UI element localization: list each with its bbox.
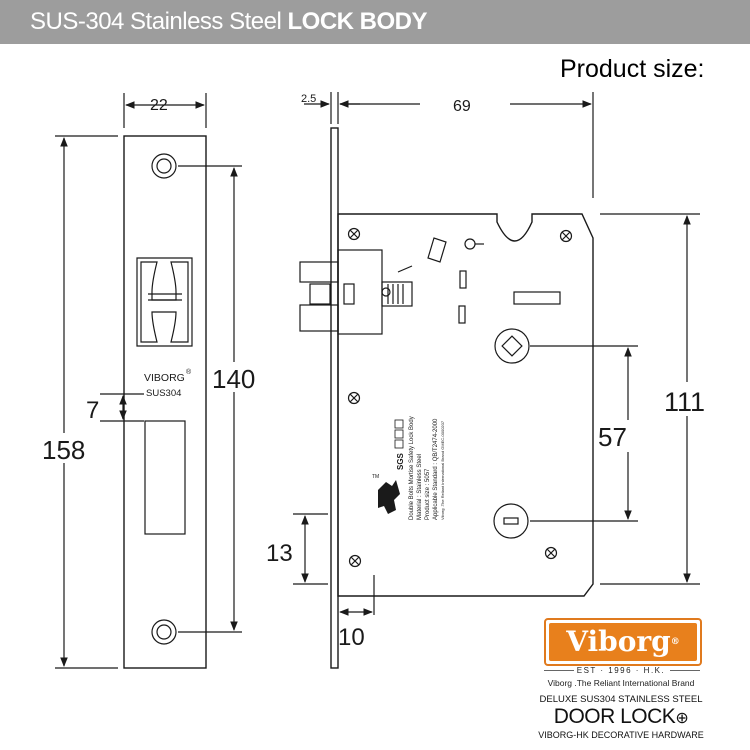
dim-width-label: 22	[150, 97, 168, 114]
logo-text: Viborg	[566, 625, 671, 658]
dim-hole-spacing: 140	[178, 165, 264, 633]
dim-center-distance-label: 57	[598, 422, 627, 452]
label-line-3: Product size : 5057	[425, 468, 431, 520]
faceplate: VIBORG ® SUS304	[123, 135, 207, 669]
dim-hole-spacing-label: 140	[212, 364, 255, 394]
cylinder-hole	[493, 503, 529, 539]
title-bold: LOCK BODY	[287, 8, 427, 35]
lock-case: SGS Double Bolts Mortise Safety Lock Bod…	[299, 213, 594, 597]
dim-depth-label: 69	[453, 98, 471, 115]
label-line-1: Double Bolts Mortise Safety Lock Body	[409, 416, 415, 520]
deadbolt-window	[144, 420, 186, 535]
viking-emblem: TM	[372, 474, 400, 514]
dim-depth: 69	[340, 92, 594, 198]
viborg-logo: Viborg®	[544, 618, 702, 666]
door-lock-title: DOOR LOCK⊕	[530, 705, 712, 729]
est-divider-right	[670, 670, 700, 671]
dim-bottom-offset-label: 13	[266, 540, 293, 567]
dim-height-label: 158	[42, 435, 85, 465]
dim-backset-offset-label: 10	[338, 624, 365, 651]
dim-bottom-offset: 13	[264, 513, 328, 585]
est-divider-left	[544, 670, 574, 671]
page-title: SUS-304 Stainless Steel LOCK BODY	[30, 8, 427, 36]
door-lock-text: DOOR LOCK	[553, 705, 676, 728]
case-screws	[347, 227, 573, 568]
faceplate-registered: ®	[186, 368, 192, 376]
label-line-4: Applicable Standard : QB/T2474-2000	[433, 418, 439, 520]
door-lock-mark: ⊕	[675, 710, 689, 727]
faceplate-brand: VIBORG	[144, 372, 185, 384]
header-banner: SUS-304 Stainless Steel LOCK BODY	[0, 0, 750, 44]
label-line-5: Viborg .The Reliant International Brand …	[440, 420, 445, 520]
latch-mechanism	[299, 237, 561, 335]
dim-body-height: 111	[600, 213, 724, 585]
deluxe-label: DELUXE SUS304 STAINLESS STEEL	[539, 694, 703, 705]
brand-tagline: Viborg .The Reliant International Brand	[547, 678, 695, 688]
est-label: EST · 1996 · H.K.	[576, 666, 666, 675]
spindle-hub	[494, 328, 530, 364]
dim-center-distance: 57	[530, 345, 638, 522]
faceplate-grade: SUS304	[146, 388, 181, 399]
decorative-hardware-label: VIBORG-HK DECORATIVE HARDWARE	[538, 730, 704, 740]
label-line-2: Material : Stainless Steel	[417, 454, 423, 520]
dim-body-height-label: 111	[664, 387, 705, 417]
logo-registered: ®	[670, 637, 680, 647]
dim-latch-offset: 7	[86, 393, 144, 424]
emblem-tm: TM	[372, 474, 379, 480]
dim-backset-offset: 10	[338, 575, 375, 651]
label-sgs: SGS	[396, 452, 405, 470]
dim-latch-offset-label: 7	[86, 397, 99, 424]
product-size-label: Product size:	[560, 55, 705, 83]
label-plate: SGS Double Bolts Mortise Safety Lock Bod…	[394, 416, 445, 520]
side-faceplate	[330, 127, 339, 669]
dim-width: 22	[123, 93, 207, 128]
dim-height: 158	[40, 135, 118, 669]
dim-plate-thickness-label: 2.5	[301, 93, 316, 105]
brand-block: Viborg® EST · 1996 · H.K. Viborg .The Re…	[530, 612, 720, 746]
dim-plate-thickness: 2.5	[301, 92, 360, 124]
latch-window	[136, 257, 193, 347]
title-light: SUS-304 Stainless Steel	[30, 8, 288, 35]
